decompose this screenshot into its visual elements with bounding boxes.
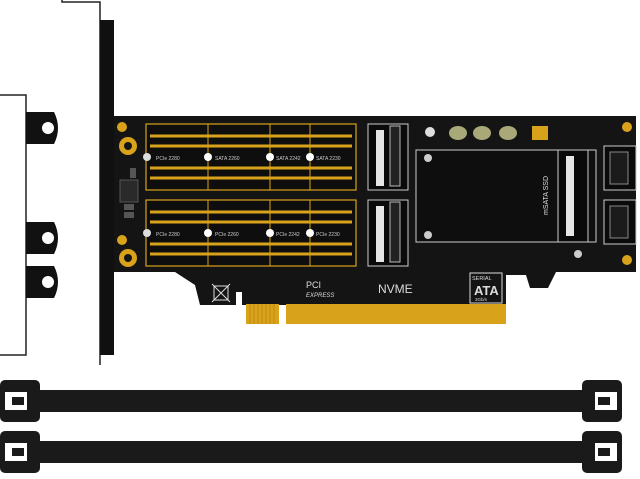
slot-label: PCIe 2280 bbox=[156, 156, 180, 162]
slot-label: SATA 2260 bbox=[215, 156, 240, 162]
slot-label: SATA 2230 bbox=[316, 156, 341, 162]
slot-label: PCIe 2280 bbox=[156, 232, 180, 238]
m2-slot-bottom: PCIe 2280 PCIe 2260 PCIe 2242 PCIe 2230 bbox=[143, 199, 409, 267]
status-leds bbox=[425, 126, 548, 140]
pci-express-logo: PCI EXPRESS bbox=[306, 280, 334, 299]
svg-text:SERIAL: SERIAL bbox=[472, 276, 492, 282]
low-profile-bracket bbox=[0, 94, 58, 356]
svg-text:PCI: PCI bbox=[306, 280, 321, 290]
sata-cable-2 bbox=[0, 431, 622, 473]
slot-label: PCIe 2230 bbox=[316, 232, 340, 238]
nvme-label: NVME bbox=[378, 282, 413, 296]
sata-ports bbox=[603, 145, 637, 245]
svg-text:ATA: ATA bbox=[474, 283, 499, 298]
msata-slot: mSATA SSD bbox=[415, 149, 597, 258]
svg-text:EXPRESS: EXPRESS bbox=[306, 293, 334, 299]
weee-icon bbox=[211, 283, 231, 303]
sata-cable-1 bbox=[0, 380, 622, 422]
msata-label: mSATA SSD bbox=[543, 176, 550, 215]
svg-text:3Gb/s: 3Gb/s bbox=[475, 297, 488, 302]
slot-label: PCIe 2260 bbox=[215, 232, 239, 238]
slot-label: SATA 2242 bbox=[276, 156, 301, 162]
slot-label: PCIe 2242 bbox=[276, 232, 300, 238]
full-height-bracket bbox=[61, 0, 114, 365]
serial-ata-logo: SERIAL ATA 3Gb/s bbox=[469, 272, 503, 304]
m2-slot-top: PCIe 2280 SATA 2260 SATA 2242 SATA 2230 bbox=[143, 123, 409, 191]
